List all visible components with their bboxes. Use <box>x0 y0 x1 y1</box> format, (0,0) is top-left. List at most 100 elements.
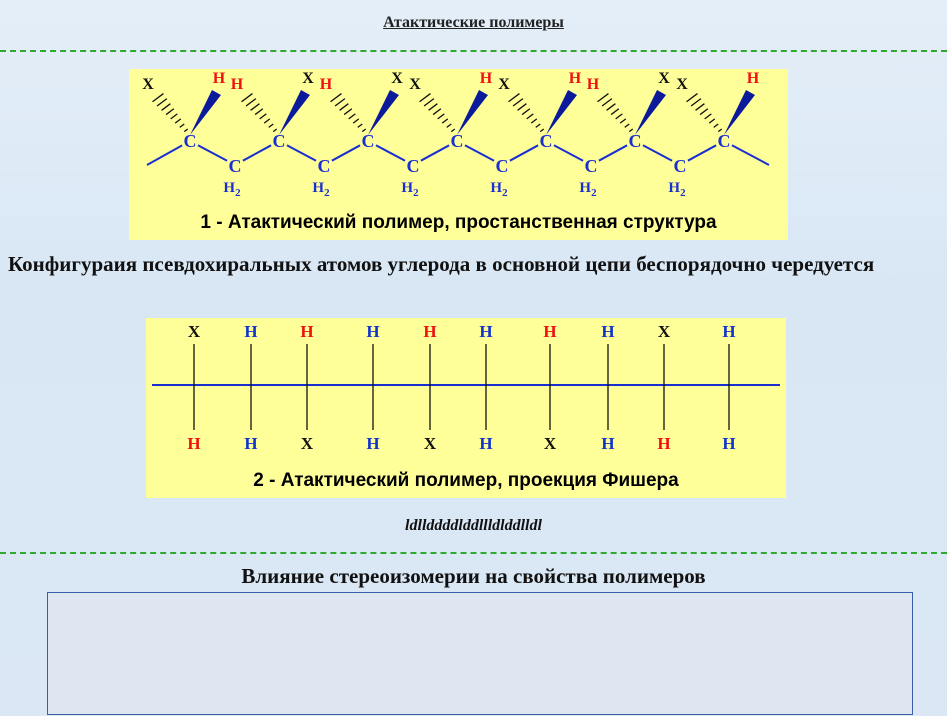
ch2-carbon-label: C <box>229 156 242 176</box>
top-substituent-label: X <box>188 322 201 341</box>
hash-bond-segment <box>601 98 613 107</box>
hash-bond-segment <box>165 108 175 116</box>
hash-bond-segment <box>254 108 264 116</box>
wedge-bond <box>190 90 221 135</box>
hash-bond-segment <box>606 103 616 111</box>
hash-bond-segment <box>530 118 538 124</box>
wedge-bond <box>546 90 577 135</box>
top-substituent-label: H <box>366 322 379 341</box>
hash-bond-segment <box>512 98 524 107</box>
top-substituent-label: H <box>423 322 436 341</box>
hash-bond-segment <box>334 98 346 107</box>
hash-bond-segment <box>161 103 171 111</box>
chain-bond <box>197 144 228 162</box>
hash-bond-segment <box>428 103 438 111</box>
hash-bond-segment <box>517 103 527 111</box>
wedge-bond <box>457 90 488 135</box>
ch2-carbon-label: C <box>318 156 331 176</box>
bottom-substituent-label: X <box>544 434 557 453</box>
hash-bond-segment <box>450 128 456 133</box>
top-divider <box>0 50 947 52</box>
chain-bond <box>642 144 673 162</box>
ch2-carbon-label: C <box>496 156 509 176</box>
wedge-substituent-label: H <box>213 70 226 87</box>
hash-bond-segment <box>272 128 278 133</box>
hash-bond-segment <box>419 93 431 103</box>
hash-substituent-label: X <box>498 76 510 93</box>
hash-bond-segment <box>699 108 709 116</box>
hash-bond-segment <box>263 118 271 124</box>
section-heading: Влияние стереоизомерии на свойства полим… <box>241 564 706 588</box>
hash-substituent-label: H <box>231 76 244 93</box>
configuration-sequence: ldllddddlddllldlddlldl <box>405 517 542 534</box>
bottom-substituent-label: H <box>722 434 735 453</box>
carbon-label: C <box>718 131 731 151</box>
chain-bond <box>146 144 183 166</box>
ch2-carbon-label: C <box>674 156 687 176</box>
hash-bond-segment <box>348 113 356 120</box>
bottom-substituent-label: H <box>601 434 614 453</box>
wedge-bond <box>368 90 399 135</box>
chain-bond <box>509 144 539 162</box>
carbon-label: C <box>362 131 375 151</box>
hash-bond-segment <box>361 128 367 133</box>
hash-bond-segment <box>610 108 620 116</box>
h2-label: H2 <box>223 180 241 199</box>
chain-bond <box>286 144 317 162</box>
hash-bond-segment <box>628 128 634 133</box>
chain-bond <box>331 144 361 162</box>
structure-caption-2: 2 - Атактический полимер, проекция Фишер… <box>253 470 679 491</box>
chain-bond <box>598 144 628 162</box>
hash-bond-segment <box>690 98 702 107</box>
wedge-substituent-label: H <box>480 70 493 87</box>
wedge-substituent-label: X <box>391 70 403 87</box>
wedge-substituent-label: H <box>747 70 760 87</box>
hash-substituent-label: X <box>142 76 154 93</box>
h2-label: H2 <box>490 180 508 199</box>
hash-substituent-label: X <box>409 76 421 93</box>
h2-subscript: 2 <box>235 187 241 199</box>
wedge-substituent-label: X <box>658 70 670 87</box>
hash-bond-segment <box>241 93 253 103</box>
hash-substituent-label: H <box>587 76 600 93</box>
h2-subscript: 2 <box>413 187 419 199</box>
top-substituent-label: X <box>658 322 671 341</box>
wedge-bond <box>724 90 755 135</box>
hash-bond-segment <box>268 123 274 128</box>
description-paragraph: Конфигураия псевдохиральных атомов углер… <box>8 252 875 276</box>
top-substituent-label: H <box>601 322 614 341</box>
hash-bond-segment <box>539 128 545 133</box>
hash-bond-segment <box>615 113 623 120</box>
hash-bond-segment <box>330 93 342 103</box>
h2-label: H2 <box>312 180 330 199</box>
top-substituent-label: H <box>244 322 257 341</box>
h2-label: H2 <box>668 180 686 199</box>
hash-bond-segment <box>708 118 716 124</box>
hash-bond-segment <box>441 118 449 124</box>
h2-subscript: 2 <box>591 187 597 199</box>
carbon-label: C <box>451 131 464 151</box>
hash-bond-segment <box>704 113 712 120</box>
wedge-substituent-label: X <box>302 70 314 87</box>
hash-bond-segment <box>437 113 445 120</box>
hash-bond-segment <box>526 113 534 120</box>
page-title: Атактические полимеры <box>383 14 564 31</box>
hash-bond-segment <box>686 93 698 103</box>
bottom-substituent-label: X <box>301 434 314 453</box>
wedge-bond <box>635 90 666 135</box>
content-box <box>47 592 913 715</box>
chain-bond <box>687 144 717 162</box>
hash-bond-segment <box>170 113 178 120</box>
carbon-label: C <box>540 131 553 151</box>
hash-bond-segment <box>183 128 189 133</box>
bottom-substituent-label: H <box>244 434 257 453</box>
hash-bond-segment <box>717 128 723 133</box>
h2-label: H2 <box>401 180 419 199</box>
hash-bond-segment <box>259 113 267 120</box>
hash-bond-segment <box>713 123 719 128</box>
hash-substituent-label: H <box>320 76 333 93</box>
wedge-substituent-label: H <box>569 70 582 87</box>
chain-bond <box>464 144 495 162</box>
